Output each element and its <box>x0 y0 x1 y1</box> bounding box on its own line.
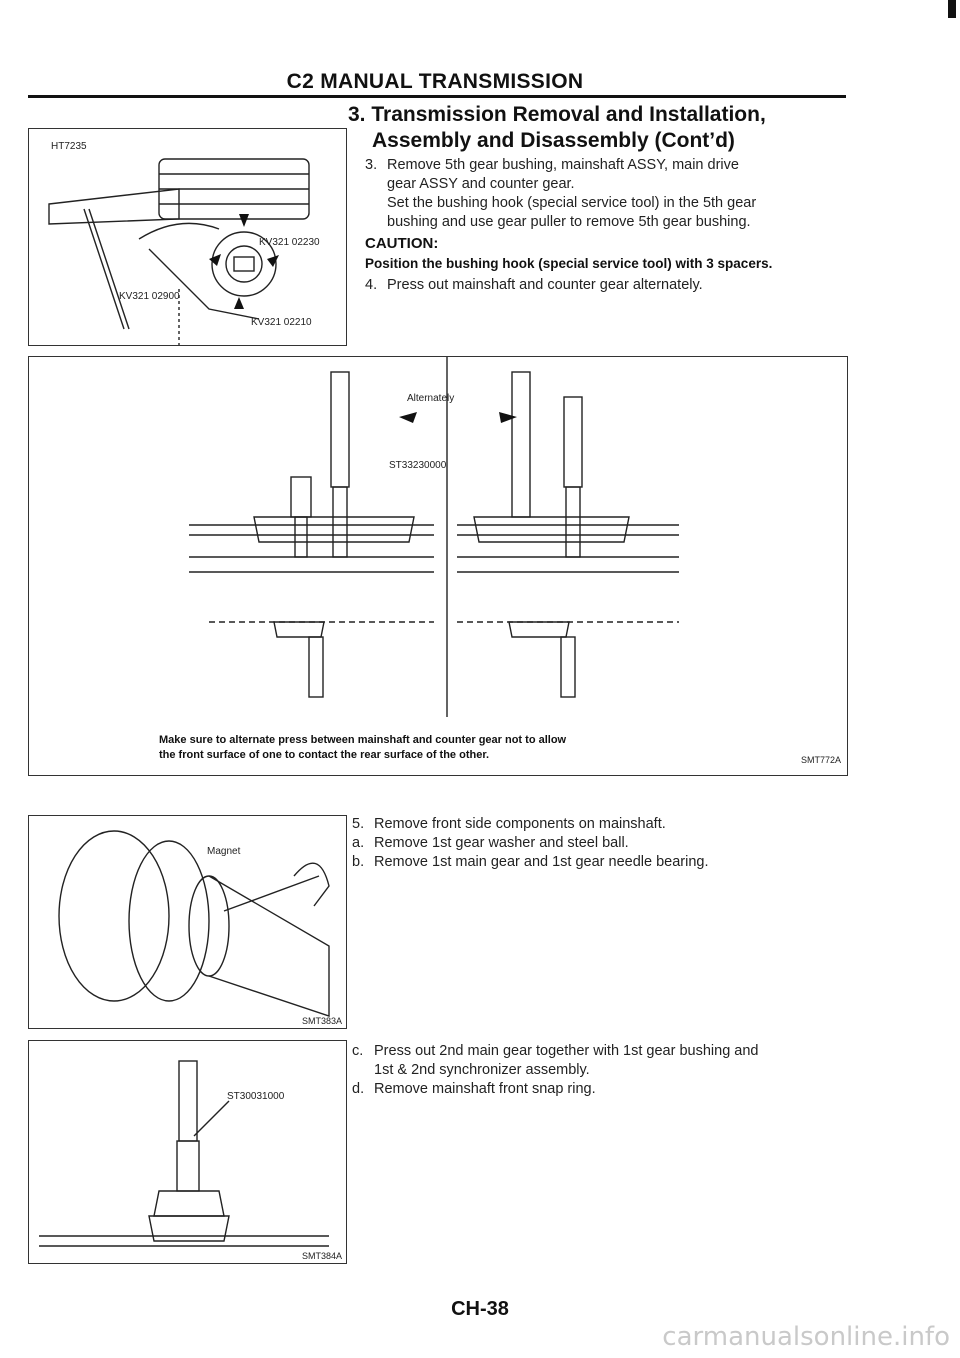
step-4-number: 4. <box>365 277 378 293</box>
fig2-note-line1: Make sure to alternate press between mai… <box>159 734 567 746</box>
step-d: d. Remove mainshaft front snap ring. <box>352 1080 857 1099</box>
step-a: a. Remove 1st gear washer and steel ball. <box>352 834 847 853</box>
step-5-number: 5. <box>352 816 365 832</box>
section-title: 3. Transmission Removal and Installation… <box>348 102 848 154</box>
step-a-text: Remove 1st gear washer and steel ball. <box>374 835 629 851</box>
fig2-label-alternately: Alternately <box>407 393 455 404</box>
fig2-code: SMT772A <box>800 755 841 765</box>
page-header: C2 MANUAL TRANSMISSION <box>286 70 584 93</box>
step-a-letter: a. <box>352 835 365 851</box>
figure-magnet-drawing <box>58 830 330 1017</box>
section-title-line2: Assembly and Disassembly (Cont’d) <box>372 129 735 152</box>
step-c-line1: Press out 2nd main gear together with 1s… <box>374 1043 759 1059</box>
figure-bushing-puller-drawing <box>48 158 310 345</box>
fig2-label-tool: ST33230000 <box>389 460 447 471</box>
steps-cd: c. Press out 2nd main gear together with … <box>352 1042 857 1099</box>
step-b-letter: b. <box>352 854 365 870</box>
caution-body: Position the bushing hook (special servi… <box>365 256 773 271</box>
step-d-letter: d. <box>352 1081 365 1097</box>
step-c: c. Press out 2nd main gear together with … <box>352 1042 857 1061</box>
fig1-label-kv-c: KV321 02210 <box>251 317 312 328</box>
step-3-line2: gear ASSY and counter gear. <box>387 176 575 192</box>
step-5-text: Remove front side components on mainshaf… <box>374 816 666 832</box>
step-d-text: Remove mainshaft front snap ring. <box>374 1081 596 1097</box>
header-rule <box>28 95 846 98</box>
site-watermark: carmanualsonline.info <box>662 1322 950 1352</box>
figure-press-drawing <box>189 357 679 717</box>
fig3-code: SMT383A <box>301 1016 342 1026</box>
step-4-text: Press out mainshaft and counter gear alt… <box>387 277 703 293</box>
figure-press-2nd-gear-drawing <box>39 1060 329 1247</box>
figure-press-alternately: Alternately ST33230000 Make sure to alte… <box>28 356 848 776</box>
step-5: 5. Remove front side components on mainsh… <box>352 815 847 834</box>
fig2-note: Make sure to alternate press between mai… <box>159 733 759 763</box>
steps-5ab: 5. Remove front side components on mainsh… <box>352 815 847 872</box>
fig1-label-kv-a: KV321 02230 <box>259 237 320 248</box>
fig1-label-ht: HT7235 <box>51 141 87 152</box>
page-corner-mark <box>948 0 956 18</box>
caution-heading: CAUTION: <box>365 235 439 252</box>
step-b: b. Remove 1st main gear and 1st gear need… <box>352 853 847 872</box>
fig4-code: SMT384A <box>301 1251 342 1261</box>
step-c-line2: 1st & 2nd synchronizer assembly. <box>374 1062 590 1078</box>
step-3-line4: bushing and use gear puller to remove 5t… <box>387 214 751 230</box>
step-3-line1: Remove 5th gear bushing, mainshaft ASSY,… <box>387 157 739 173</box>
step-3-line3: Set the bushing hook (special service to… <box>387 195 757 211</box>
step-c-letter: c. <box>352 1043 364 1059</box>
fig4-label-tool: ST30031000 <box>227 1091 285 1102</box>
figure-press-2nd-gear: ST30031000 SMT384A <box>28 1040 347 1264</box>
fig2-note-line2: the front surface of one to contact the … <box>159 749 490 761</box>
fig1-label-kv-b: KV321 02900 <box>119 291 180 302</box>
section-title-line1: 3. Transmission Removal and Installation… <box>348 103 766 126</box>
figure-magnet: Magnet SMT383A <box>28 815 347 1029</box>
step-3-number: 3. <box>365 157 378 173</box>
figure-bushing-puller: HT7235 KV321 02230 KV321 02900 KV321 022… <box>28 128 347 346</box>
page-number: CH-38 <box>451 1298 509 1320</box>
step-3: 3. Remove 5th gear bushing, mainshaft ASS… <box>365 156 845 232</box>
step-4: 4. Press out mainshaft and counter gear a… <box>365 276 845 295</box>
fig3-label-magnet: Magnet <box>207 846 241 857</box>
step-b-text: Remove 1st main gear and 1st gear needle… <box>374 854 709 870</box>
